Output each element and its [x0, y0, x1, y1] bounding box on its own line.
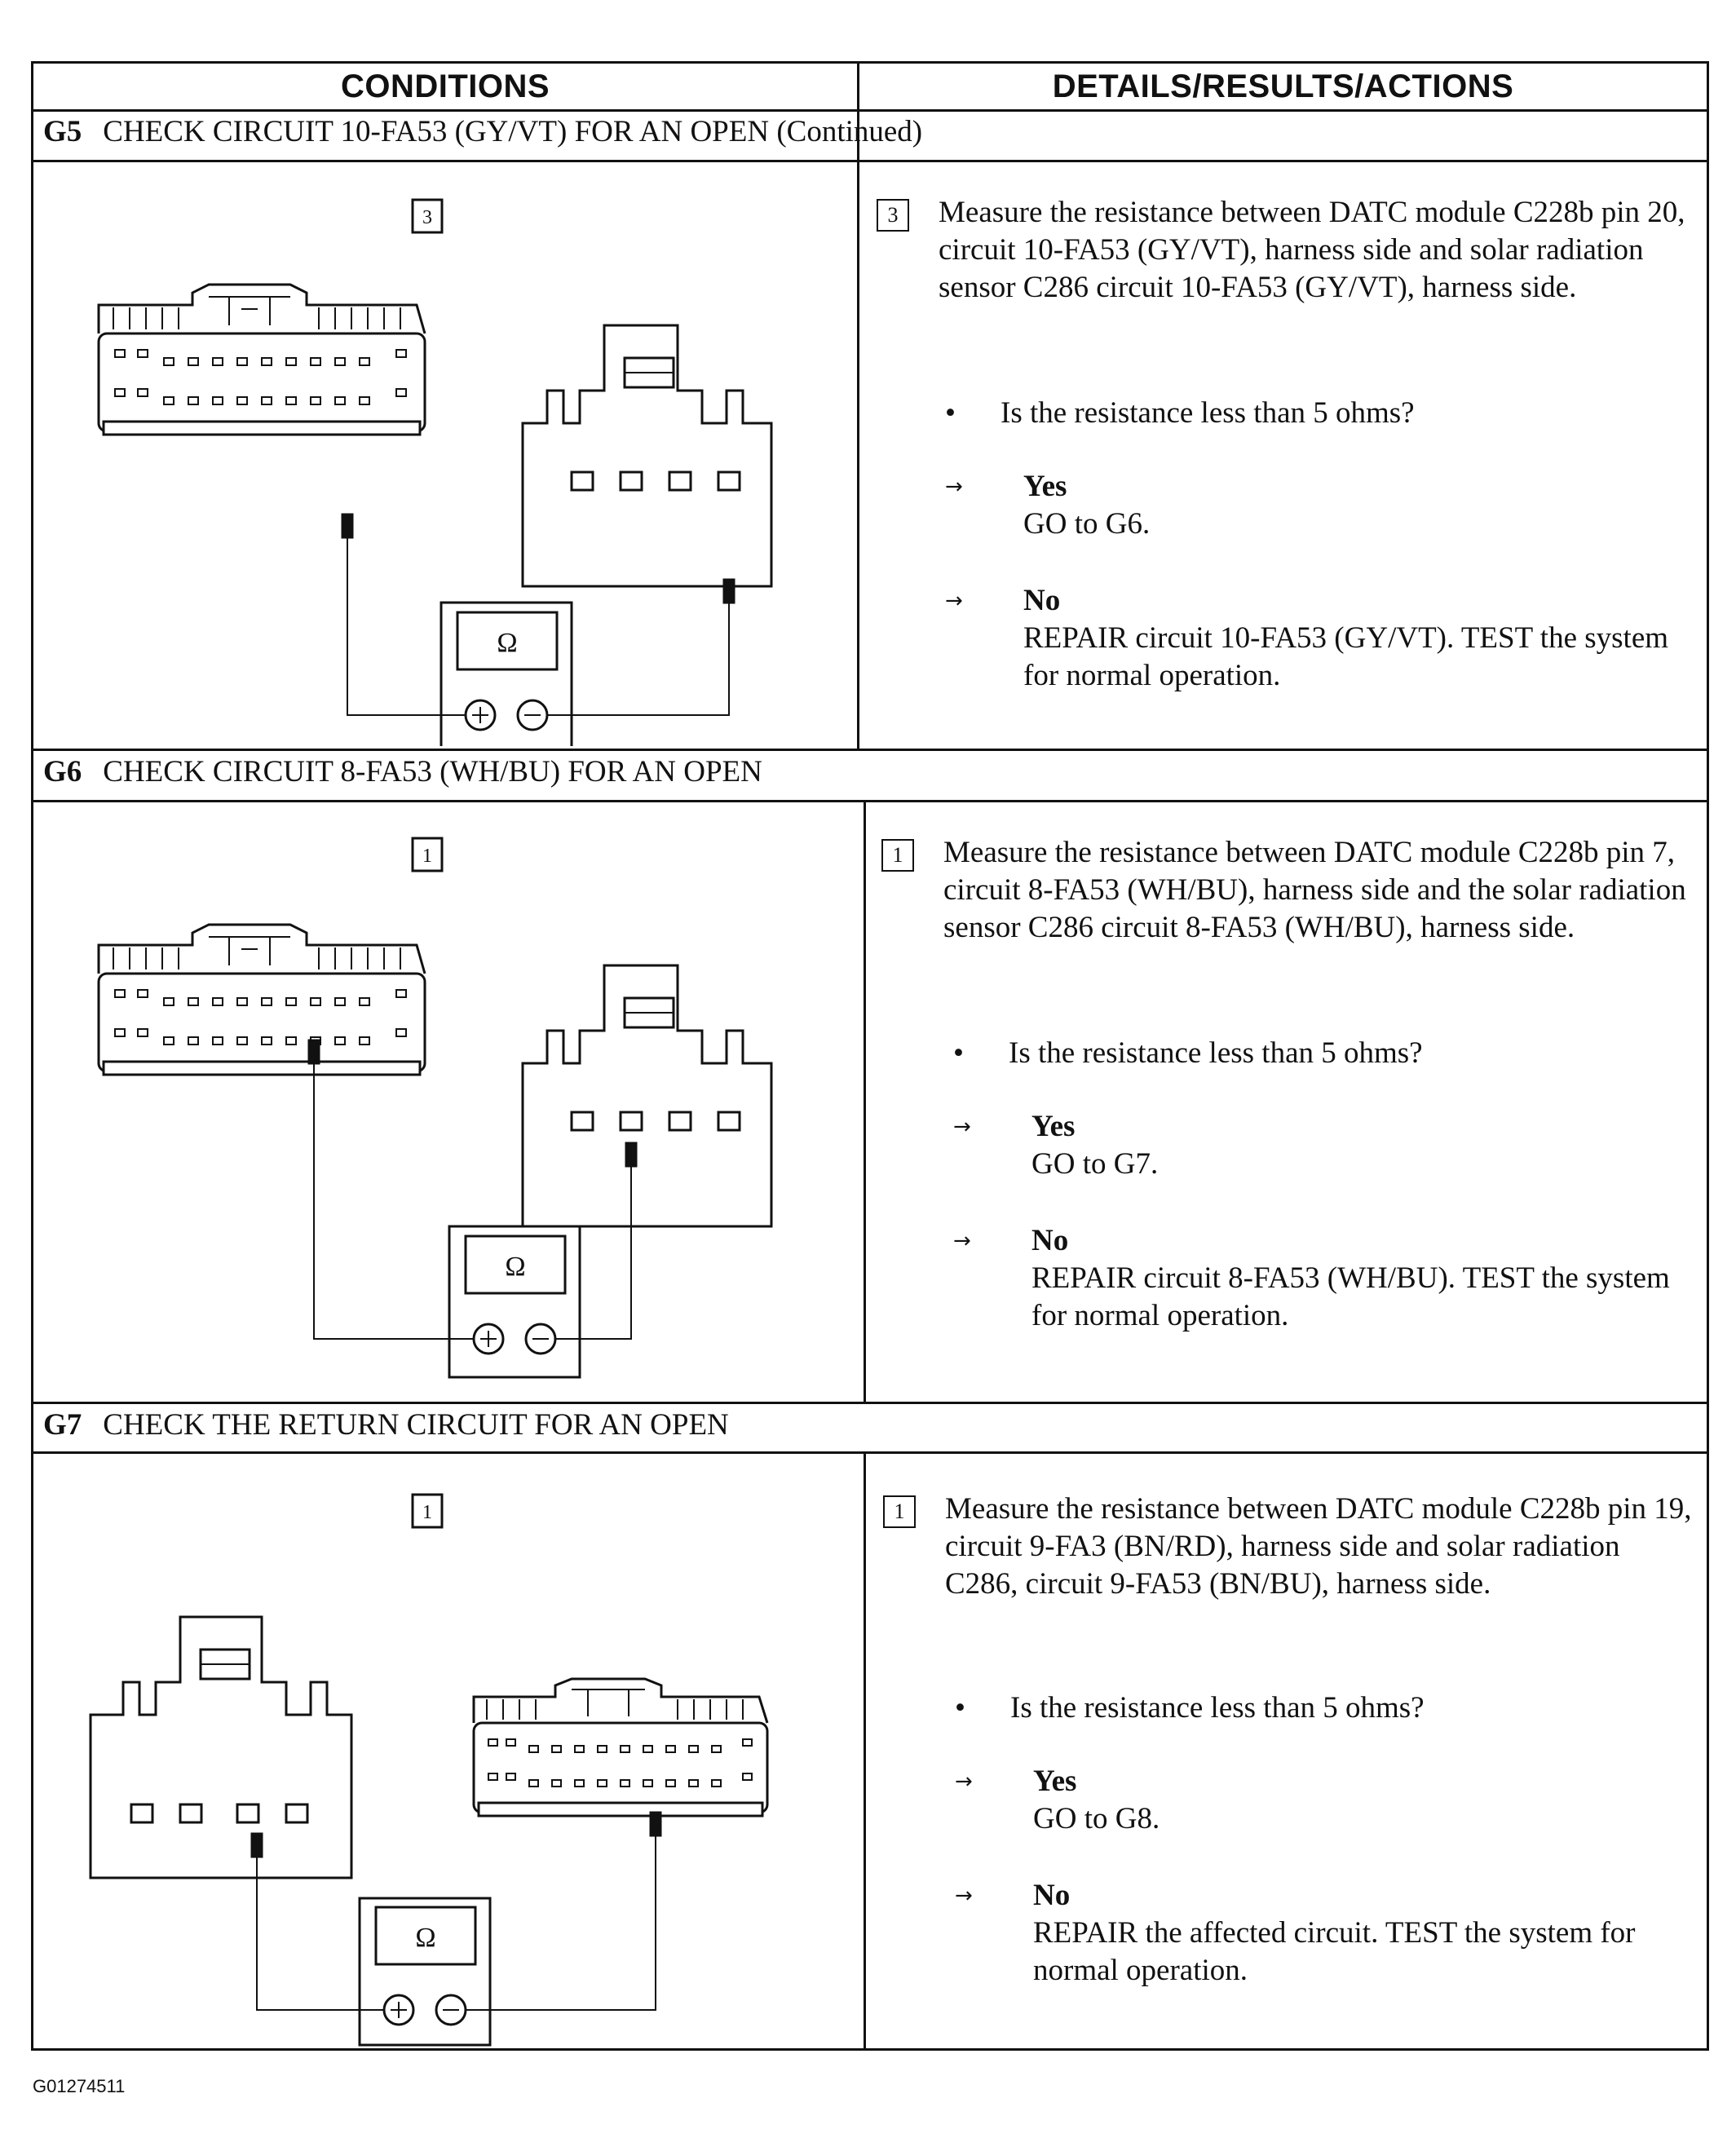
test-lead — [347, 537, 466, 716]
test-lead — [547, 603, 730, 716]
yes-label: Yes — [1031, 1110, 1076, 1143]
probe — [625, 1142, 638, 1168]
divider — [33, 109, 1707, 112]
yes-label: Yes — [1023, 470, 1067, 503]
solar-sensor-connector — [521, 964, 773, 1228]
ohmmeter: Ω — [440, 601, 573, 746]
probe — [250, 1832, 263, 1858]
test-lead — [256, 1857, 384, 2011]
diagram-step-box — [411, 837, 444, 872]
test-lead — [313, 1063, 474, 1340]
figure-id: G01274511 — [33, 2076, 126, 2096]
yes-action: GO to G6. — [1023, 507, 1151, 541]
question: •Is the resistance less than 5 ohms? — [945, 395, 1415, 432]
ohm-symbol: Ω — [497, 628, 517, 658]
question: •Is the resistance less than 5 ohms? — [953, 1035, 1423, 1072]
diagram-step-number: 1 — [422, 846, 432, 867]
g7-diagram: 1 — [33, 1454, 860, 2049]
divider — [33, 800, 1707, 802]
divider — [33, 1451, 1707, 1454]
divider — [33, 160, 1707, 162]
g7-actions: 1 Measure the resistance between DATC mo… — [864, 1451, 1709, 2051]
datc-module-connector — [97, 923, 426, 1076]
ohm-symbol: Ω — [415, 1923, 435, 1953]
instruction-text: Measure the resistance between DATC modu… — [939, 196, 1685, 304]
ohmmeter: Ω — [448, 1225, 581, 1379]
g6-actions: 1 Measure the resistance between DATC mo… — [864, 800, 1709, 1402]
column-divider — [857, 160, 859, 749]
no-action: REPAIR circuit 8-FA53 (WH/BU). TEST the … — [1031, 1261, 1670, 1332]
no-label: No — [1033, 1879, 1071, 1912]
column-divider — [864, 800, 866, 1402]
no-action: REPAIR circuit 10-FA53 (GY/VT). TEST the… — [1023, 621, 1669, 692]
action-step-box: 3 — [877, 199, 909, 232]
no-label: No — [1023, 584, 1061, 617]
ohmmeter: Ω — [358, 1897, 492, 2047]
probe — [649, 1811, 662, 1837]
test-lead — [555, 1166, 632, 1340]
divider — [33, 749, 1707, 751]
arrow-right-icon: → — [955, 1884, 973, 1908]
diagram-step-box — [411, 1493, 444, 1529]
datc-module-connector — [97, 283, 426, 436]
diagram-step-box — [411, 198, 444, 234]
bullet-icon: • — [953, 1036, 964, 1070]
instruction-text: Measure the resistance between DATC modu… — [943, 836, 1686, 944]
solar-sensor-connector — [89, 1615, 353, 1879]
no-label: No — [1031, 1224, 1069, 1257]
arrow-right-icon: → — [953, 1115, 971, 1139]
datc-module-connector — [472, 1677, 769, 1818]
diagram-step-number: 3 — [422, 207, 432, 228]
g5-diagram: 3 — [33, 162, 854, 746]
probe — [307, 1039, 320, 1065]
arrow-right-icon: → — [945, 475, 963, 499]
action-step-box: 1 — [883, 1495, 916, 1528]
arrow-right-icon: → — [955, 1769, 973, 1794]
action-step-box: 1 — [881, 839, 914, 872]
diagram-step-number: 1 — [422, 1502, 432, 1523]
no-action: REPAIR the affected circuit. TEST the sy… — [1033, 1916, 1636, 1987]
ohm-symbol: Ω — [505, 1252, 525, 1282]
yes-action: GO to G7. — [1031, 1147, 1159, 1181]
solar-sensor-connector — [521, 324, 773, 588]
yes-action: GO to G8. — [1033, 1802, 1160, 1835]
test-lead — [466, 1835, 656, 2011]
conditions-header: CONDITIONS — [340, 68, 550, 104]
details-header: DETAILS/RESULTS/ACTIONS — [1052, 68, 1514, 104]
yes-label: Yes — [1033, 1765, 1077, 1798]
probe — [341, 513, 354, 539]
column-divider — [864, 1451, 866, 2051]
probe — [722, 578, 735, 604]
arrow-right-icon: → — [945, 589, 963, 613]
arrow-right-icon: → — [953, 1229, 971, 1253]
g5-actions: 3 Measure the resistance between DATC mo… — [857, 160, 1709, 749]
divider — [33, 1402, 1707, 1404]
bullet-icon: • — [955, 1691, 965, 1725]
column-divider — [857, 64, 859, 160]
g6-diagram: 1 — [33, 802, 860, 1399]
bullet-icon: • — [945, 396, 956, 430]
question: •Is the resistance less than 5 ohms? — [955, 1689, 1425, 1727]
instruction-text: Measure the resistance between DATC modu… — [945, 1492, 1692, 1601]
